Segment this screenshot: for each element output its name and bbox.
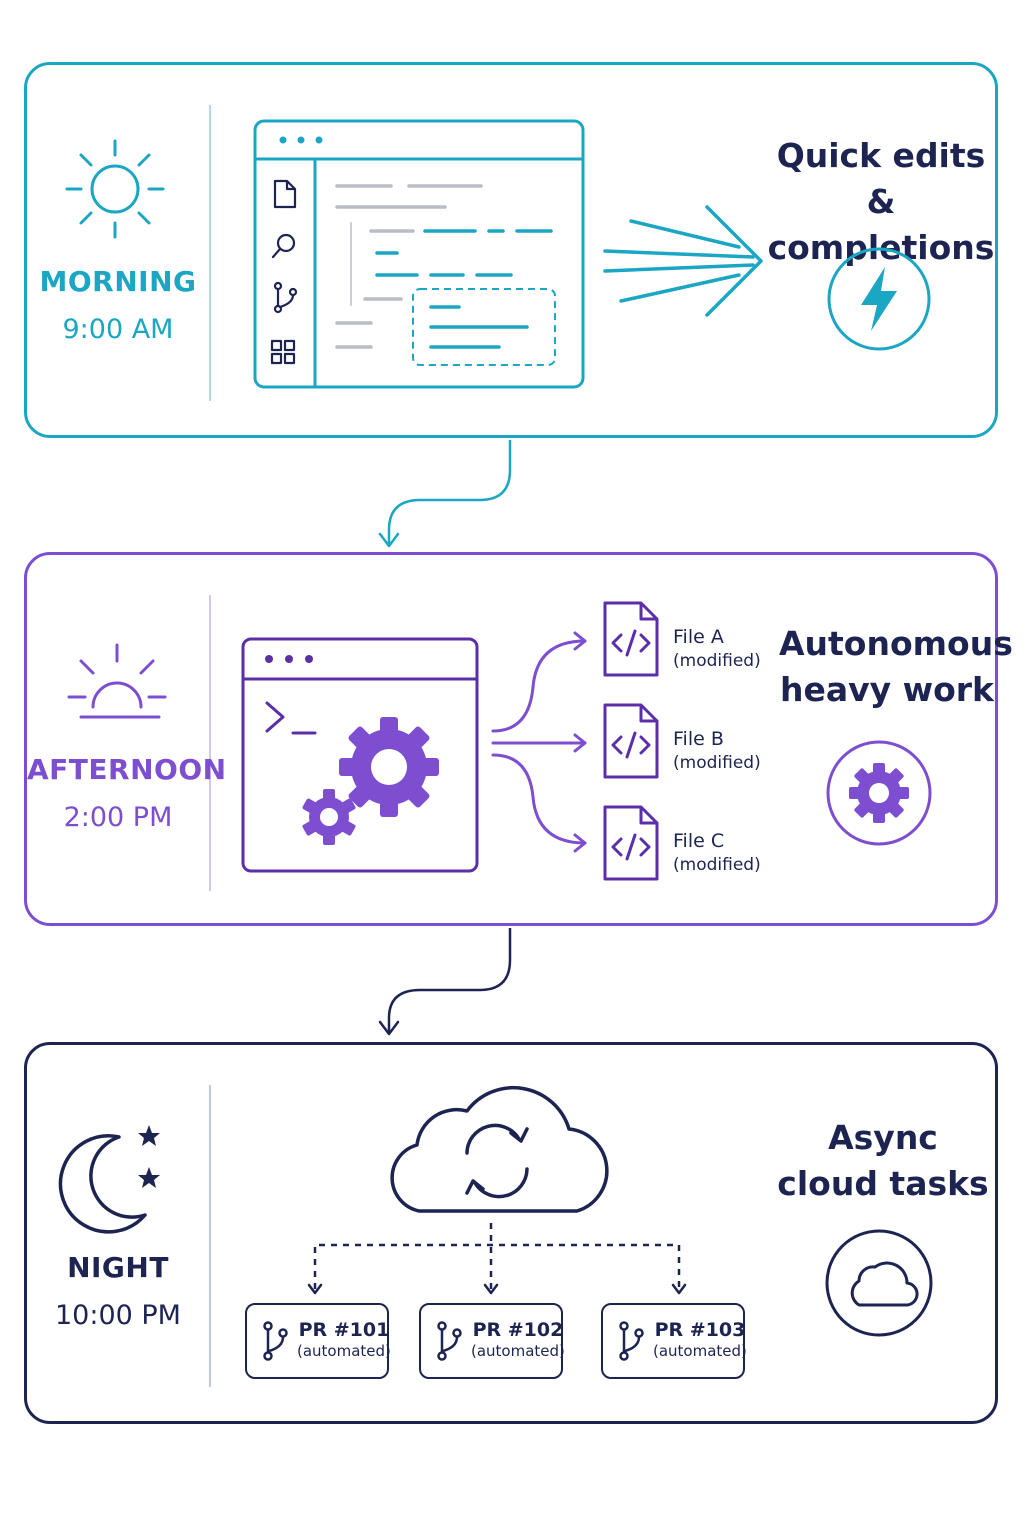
- headline-line-2: completions: [767, 228, 995, 267]
- night-headline: Async cloud tasks: [775, 1115, 991, 1207]
- pr-status: (automated): [653, 1342, 747, 1360]
- file-name: File A: [673, 626, 724, 648]
- afternoon-divider: [209, 595, 211, 891]
- sun-icon: [65, 139, 165, 239]
- period-label: NIGHT: [67, 1251, 169, 1284]
- code-file-icon: [603, 805, 659, 881]
- dispatch-lines: [307, 1223, 687, 1295]
- code-file-icon: [603, 703, 659, 779]
- gear-icon: [302, 717, 439, 845]
- pr-title: PR #103: [654, 1319, 746, 1341]
- pr-text: PR #103 (automated): [653, 1319, 747, 1361]
- star-icon: [138, 1167, 160, 1188]
- night-divider: [209, 1085, 211, 1387]
- branch-icon: [263, 1321, 288, 1361]
- pr-card-102[interactable]: PR #102 (automated): [419, 1303, 565, 1379]
- morning-headline: Quick edits & completions: [761, 133, 1001, 271]
- cloud-sync-icon: [390, 1085, 609, 1213]
- speed-arrow-icon: [603, 205, 763, 317]
- time-label: 10:00 PM: [55, 1300, 181, 1331]
- cloud-icon: [825, 1229, 933, 1337]
- period-label: AFTERNOON: [27, 753, 227, 786]
- night-time-block: NIGHT 10:00 PM: [27, 1251, 209, 1331]
- gear-badge-icon: [826, 740, 932, 846]
- morning-divider: [209, 105, 211, 401]
- headline-line-1: Autonomous: [779, 624, 1013, 663]
- pr-status: (automated): [297, 1342, 391, 1360]
- file-a-label: File A (modified): [673, 625, 761, 673]
- pr-card-103[interactable]: PR #103 (automated): [601, 1303, 747, 1379]
- file-status: (modified): [673, 651, 761, 671]
- afternoon-headline: Autonomous heavy work: [779, 621, 1013, 713]
- branch-icon: [619, 1321, 644, 1361]
- pr-title: PR #102: [472, 1319, 564, 1341]
- file-name: File C: [673, 830, 725, 852]
- terminal-window: [241, 637, 479, 873]
- file-c-label: File C (modified): [673, 829, 761, 877]
- file-b-label: File B (modified): [673, 727, 761, 775]
- file-status: (modified): [673, 753, 761, 773]
- file-status: (modified): [673, 855, 761, 875]
- pr-title: PR #101: [298, 1319, 390, 1341]
- branch-arrows: [491, 631, 587, 853]
- morning-panel: MORNING 9:00 AM: [24, 62, 998, 438]
- sunset-icon: [67, 643, 167, 719]
- editor-window: [253, 119, 585, 389]
- afternoon-time-block: AFTERNOON 2:00 PM: [27, 753, 227, 833]
- code-file-icon: [603, 601, 659, 677]
- headline-line-2: heavy work: [779, 670, 995, 709]
- time-label: 2:00 PM: [63, 802, 173, 833]
- pr-card-101[interactable]: PR #101 (automated): [245, 1303, 391, 1379]
- headline-line-2: cloud tasks: [777, 1164, 989, 1203]
- period-label: MORNING: [39, 265, 197, 298]
- headline-line-1: Async: [828, 1118, 938, 1157]
- headline-line-1: Quick edits &: [776, 136, 986, 221]
- pr-status: (automated): [471, 1342, 565, 1360]
- morning-time-block: MORNING 9:00 AM: [27, 265, 209, 345]
- pr-text: PR #101 (automated): [297, 1319, 391, 1361]
- moon-icon: [58, 1125, 160, 1234]
- branch-icon: [437, 1321, 462, 1361]
- file-name: File B: [673, 728, 724, 750]
- night-panel: NIGHT 10:00 PM: [24, 1042, 998, 1424]
- pr-text: PR #102 (automated): [471, 1319, 565, 1361]
- afternoon-panel: AFTERNOON 2:00 PM: [24, 552, 1013, 926]
- lightning-icon: [827, 247, 931, 351]
- time-label: 9:00 AM: [62, 314, 174, 345]
- star-icon: [138, 1125, 160, 1146]
